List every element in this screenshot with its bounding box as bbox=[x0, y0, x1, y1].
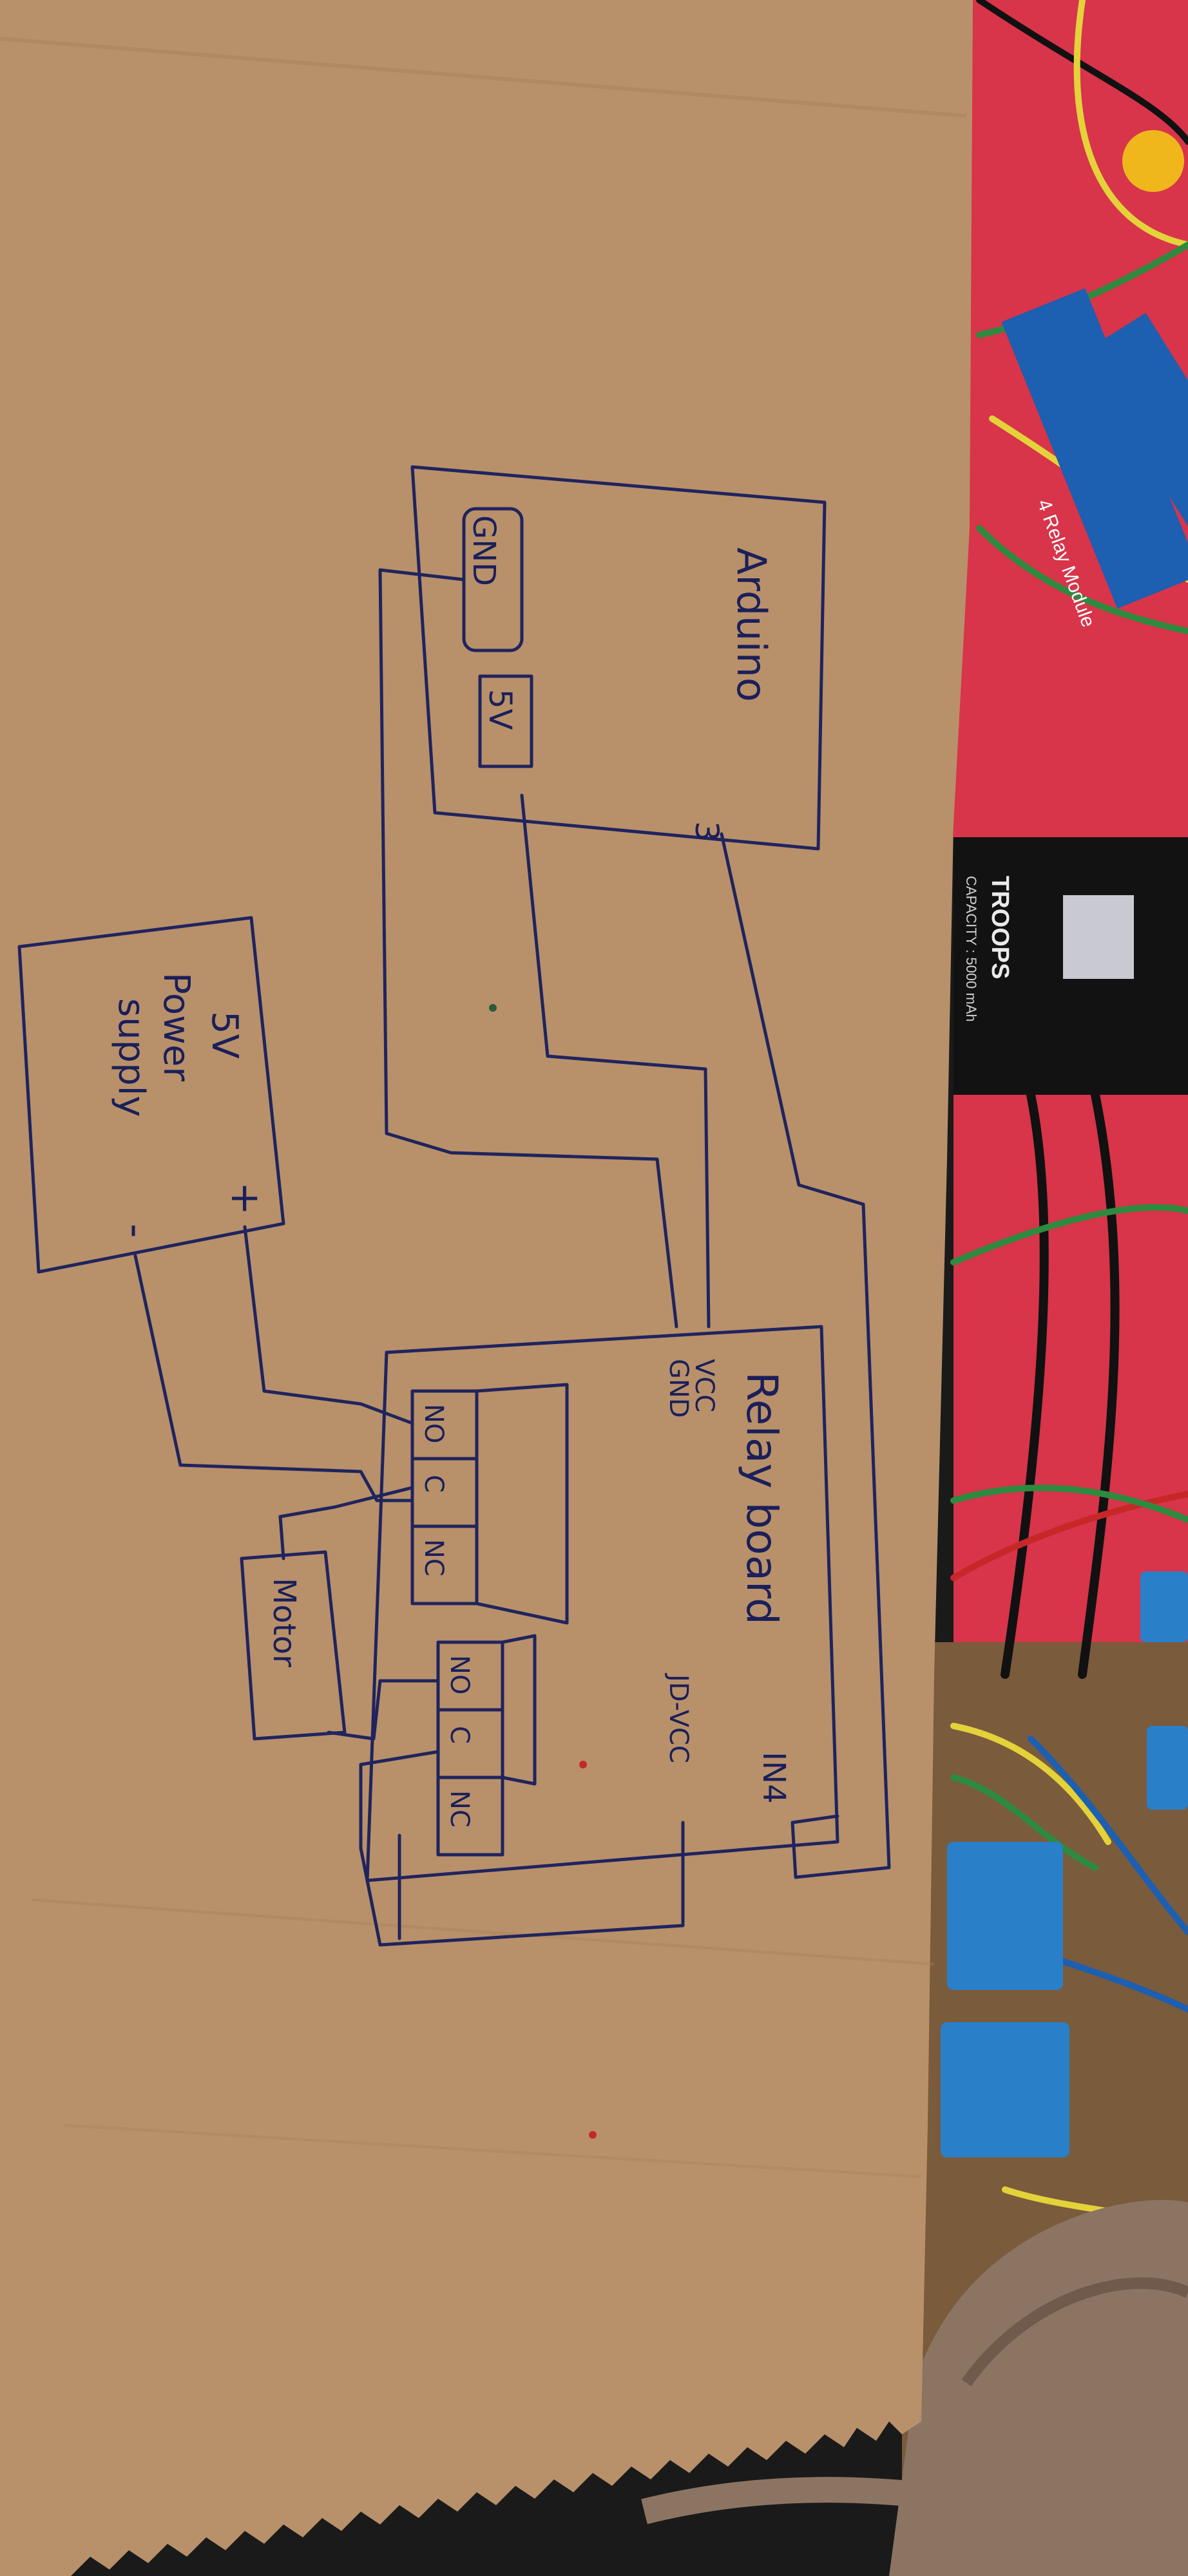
relay-board-box bbox=[365, 1325, 839, 1882]
arduino-box bbox=[410, 465, 827, 851]
relay-board-title: Relay board bbox=[737, 1372, 787, 1625]
relay1-c: C bbox=[419, 1475, 448, 1493]
relay1-nc: NC bbox=[419, 1539, 448, 1577]
powerbank-brand: TROOPS bbox=[986, 876, 1013, 979]
relay2-no: NO bbox=[445, 1655, 474, 1694]
motor-label: Motor bbox=[266, 1578, 302, 1667]
paper-sheet bbox=[0, 0, 973, 2576]
powerbank-capacity: CAPACITY : 5000 mAh bbox=[963, 876, 979, 1022]
arduino-gnd-label: GND bbox=[466, 515, 502, 586]
arduino-5v-label: 5V bbox=[482, 689, 518, 730]
arduino-5v-pin bbox=[478, 674, 533, 768]
power-supply-box bbox=[17, 916, 285, 1274]
power-bank-prop: TROOPS CAPACITY : 5000 mAh bbox=[953, 837, 1188, 1095]
psu-line1: 5V bbox=[204, 1011, 245, 1059]
psu-plus: + bbox=[222, 1182, 269, 1215]
arduino-pin3-label: 3 bbox=[688, 821, 725, 842]
relay-vcc-label: VCC bbox=[689, 1359, 719, 1412]
relay1-terminal-block bbox=[410, 1389, 479, 1605]
relay2-nc: NC bbox=[445, 1790, 474, 1828]
relay1-no: NO bbox=[419, 1404, 448, 1443]
relay-gnd-label: GND bbox=[664, 1359, 693, 1418]
relay-in4-label: IN4 bbox=[756, 1752, 792, 1804]
psu-line3: supply bbox=[110, 998, 152, 1117]
relay2-c: C bbox=[445, 1726, 474, 1744]
motor-box bbox=[240, 1550, 347, 1741]
background-wires bbox=[950, 0, 1188, 2219]
hand-drawn-wires bbox=[133, 568, 891, 1947]
psu-line2: Power bbox=[155, 972, 197, 1082]
arduino-title: Arduino bbox=[728, 547, 775, 702]
relay2-terminal-block bbox=[436, 1640, 504, 1857]
handbag-prop bbox=[641, 2200, 1188, 2576]
psu-minus: - bbox=[113, 1224, 160, 1238]
blue-components bbox=[941, 1571, 1188, 2157]
relay-jdvcc-label: JD-VCC bbox=[664, 1672, 693, 1763]
wiring-diagram: Arduino GND 5V 3 5V Power supply + - Rel… bbox=[17, 465, 891, 1947]
